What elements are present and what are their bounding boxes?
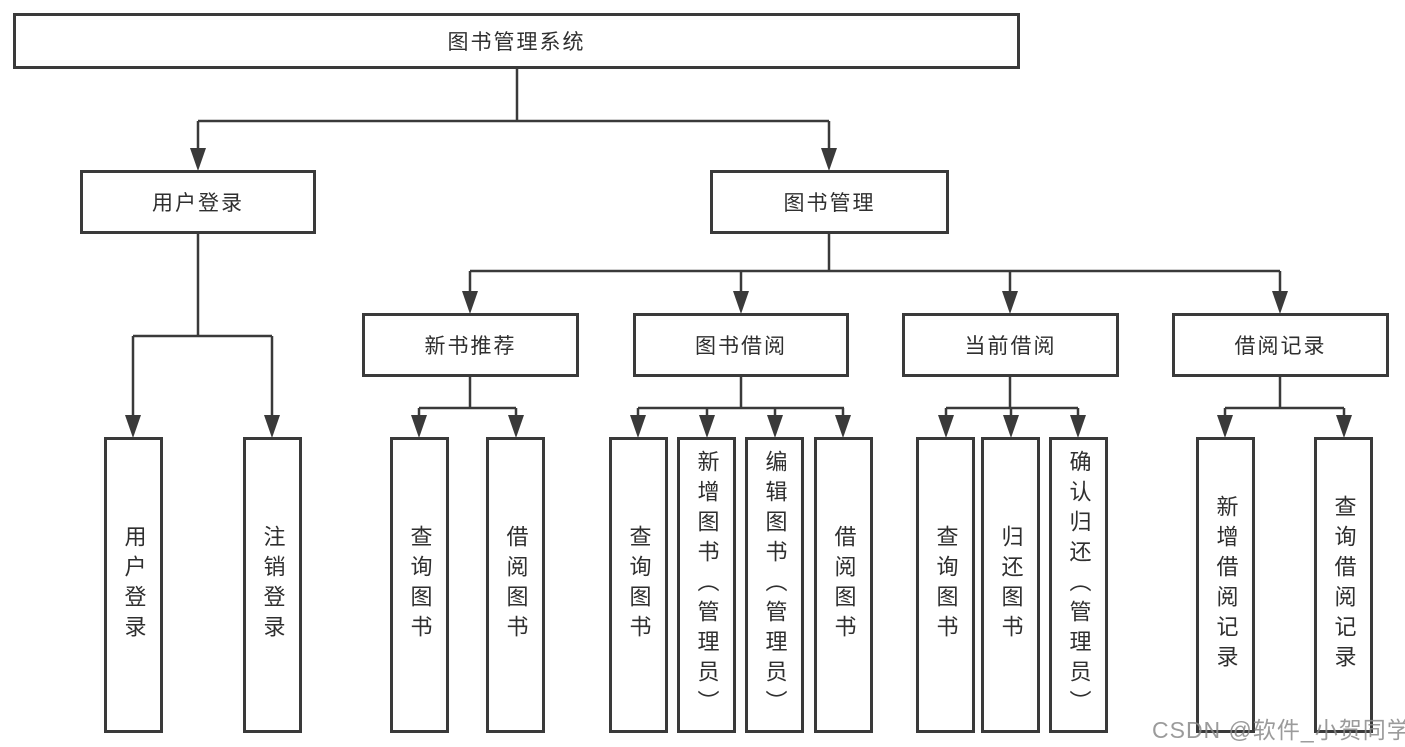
- arrowhead-borrow-books-1: [508, 415, 524, 438]
- arrowhead-borrow-records: [1272, 291, 1288, 314]
- node-current-borrow: 当前借阅: [902, 313, 1119, 377]
- func-label: 查询图书: [933, 525, 959, 645]
- node-func-confirm-return-admin: 确认归还（管理员）: [1049, 437, 1108, 733]
- arrowhead-edit-books: [767, 415, 783, 438]
- node-func-borrow-books-recommend: 借阅图书: [486, 437, 545, 733]
- arrowhead-add-record: [1217, 415, 1233, 438]
- func-label: 查询图书: [626, 525, 652, 645]
- node-book-management: 图书管理: [710, 170, 949, 234]
- arrowhead-new-book: [462, 291, 478, 314]
- func-label: 注销登录: [260, 525, 286, 645]
- arrowhead-add-books: [699, 415, 715, 438]
- func-label: 新增图书（管理员）: [694, 450, 720, 720]
- arrowhead-current-borrow: [1002, 291, 1018, 314]
- node-root-system: 图书管理系统: [13, 13, 1020, 69]
- arrowhead-borrow-books-2: [835, 415, 851, 438]
- func-label: 确认归还（管理员）: [1066, 450, 1092, 720]
- arrowhead-query-books-2: [630, 415, 646, 438]
- node-func-query-borrow-record: 查询借阅记录: [1314, 437, 1373, 733]
- node-func-edit-books-admin: 编辑图书（管理员）: [745, 437, 804, 733]
- node-user-login: 用户登录: [80, 170, 316, 234]
- func-label: 查询借阅记录: [1331, 495, 1357, 675]
- arrowhead-book-management: [821, 148, 837, 171]
- func-label: 借阅图书: [831, 525, 857, 645]
- node-func-logout: 注销登录: [243, 437, 302, 733]
- node-func-query-books-recommend: 查询图书: [390, 437, 449, 733]
- node-borrow-records: 借阅记录: [1172, 313, 1389, 377]
- arrowhead-return-books: [1003, 415, 1019, 438]
- node-func-user-login: 用户登录: [104, 437, 163, 733]
- node-func-add-borrow-record: 新增借阅记录: [1196, 437, 1255, 733]
- csdn-watermark: CSDN @软件_小贺同学: [1152, 717, 1405, 743]
- func-label: 编辑图书（管理员）: [762, 450, 788, 720]
- func-label: 查询图书: [407, 525, 433, 645]
- arrowhead-func-logout: [264, 415, 280, 438]
- node-func-query-books-current: 查询图书: [916, 437, 975, 733]
- arrowhead-user-login: [190, 148, 206, 171]
- func-label: 归还图书: [998, 525, 1024, 645]
- node-func-borrow-books: 借阅图书: [814, 437, 873, 733]
- arrowhead-query-books-3: [938, 415, 954, 438]
- node-new-book-recommend: 新书推荐: [362, 313, 579, 377]
- arrowhead-func-login: [125, 415, 141, 438]
- arrowhead-query-books-1: [411, 415, 427, 438]
- arrowhead-query-record: [1336, 415, 1352, 438]
- arrowhead-confirm-return: [1070, 415, 1086, 438]
- func-label: 新增借阅记录: [1213, 495, 1239, 675]
- node-book-borrow: 图书借阅: [633, 313, 849, 377]
- arrowhead-book-borrow: [733, 291, 749, 314]
- func-label: 用户登录: [121, 525, 147, 645]
- func-label: 借阅图书: [503, 525, 529, 645]
- node-func-query-books-borrow: 查询图书: [609, 437, 668, 733]
- node-func-return-books: 归还图书: [981, 437, 1040, 733]
- node-func-add-books-admin: 新增图书（管理员）: [677, 437, 736, 733]
